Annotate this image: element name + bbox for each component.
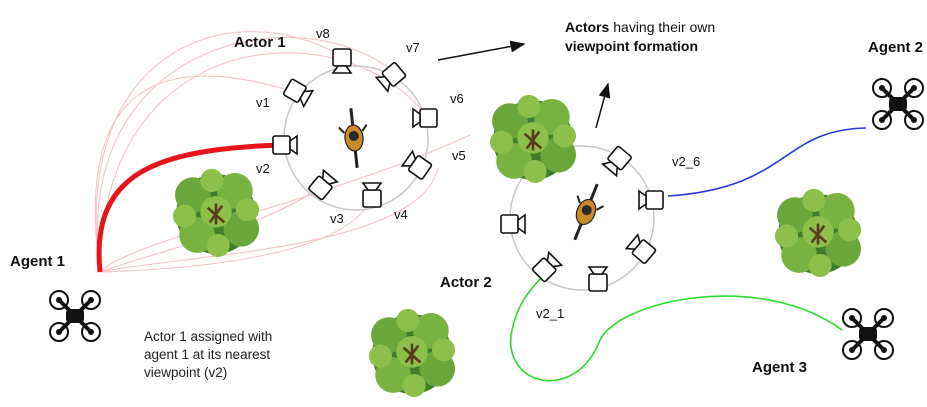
viewpoint-label-v8: v8 <box>316 26 330 41</box>
tree-1 <box>171 167 261 259</box>
viewpoint-label-v4: v4 <box>394 207 408 222</box>
headline-rest: having their own <box>609 19 716 35</box>
note-line-3: viewpoint (v2) <box>144 365 228 380</box>
camera-a2-left-icon <box>500 214 526 234</box>
agent2-drone-icon <box>871 77 925 131</box>
tree-3 <box>773 187 863 279</box>
viewpoint-label-v5: v5 <box>452 148 466 163</box>
viewpoint-label-v2_6: v2_6 <box>672 154 700 169</box>
viewpoint-label-v6: v6 <box>450 91 464 106</box>
agent3-label: Agent 3 <box>752 359 807 376</box>
camera-v2_1-icon <box>531 251 563 283</box>
motion-arrow-right <box>437 40 526 61</box>
agent1-label: Agent 1 <box>10 253 65 270</box>
actor1-label: Actor 1 <box>234 34 286 51</box>
candidate-path-v1 <box>94 75 289 273</box>
camera-v4-icon <box>362 182 382 208</box>
headline-bold-formation: viewpoint formation <box>565 38 698 54</box>
camera-v2_6-icon <box>638 190 664 210</box>
motion-arrow-up <box>595 82 611 129</box>
assignment-note: Actor 1 assigned with agent 1 at its nea… <box>144 328 272 382</box>
note-line-1: Actor 1 assigned with <box>144 329 273 344</box>
camera-v5-icon <box>401 150 433 181</box>
camera-a2-right-icon <box>625 233 658 265</box>
camera-v2-icon <box>272 135 298 155</box>
tree-2 <box>488 93 578 185</box>
viewpoint-label-v1: v1 <box>256 95 270 110</box>
agent2-path <box>667 127 867 197</box>
tree-4 <box>367 307 457 399</box>
candidate-path-v5b <box>99 167 439 273</box>
viewpoint-label-v2_1: v2_1 <box>536 306 564 321</box>
actor1-figure <box>335 105 373 171</box>
camera-v1-icon <box>282 77 314 108</box>
assigned-path-agent1-v2 <box>96 142 279 273</box>
actor2-label: Actor 2 <box>440 274 492 291</box>
agent3-path <box>509 269 843 382</box>
agent1-drone-icon <box>48 289 102 343</box>
headline-annotation: Actors having their own viewpoint format… <box>565 18 715 56</box>
camera-v6-icon <box>412 108 438 128</box>
agent2-label: Agent 2 <box>868 39 923 56</box>
candidate-path-v8 <box>95 31 341 273</box>
candidate-path-v7 <box>97 36 395 273</box>
candidate-path-v4 <box>99 195 373 273</box>
headline-bold-actors: Actors <box>565 19 610 35</box>
camera-a2-bottom-icon <box>588 266 608 292</box>
viewpoint-label-v7: v7 <box>406 40 420 55</box>
camera-v8-icon <box>332 48 352 74</box>
viewpoint-label-v2: v2 <box>256 161 270 176</box>
viewpoint-label-v3: v3 <box>330 211 344 226</box>
camera-v7-icon <box>375 61 408 93</box>
actor2-figure <box>560 177 612 247</box>
agent3-drone-icon <box>841 307 895 361</box>
note-line-2: agent 1 at its nearest <box>144 347 271 362</box>
